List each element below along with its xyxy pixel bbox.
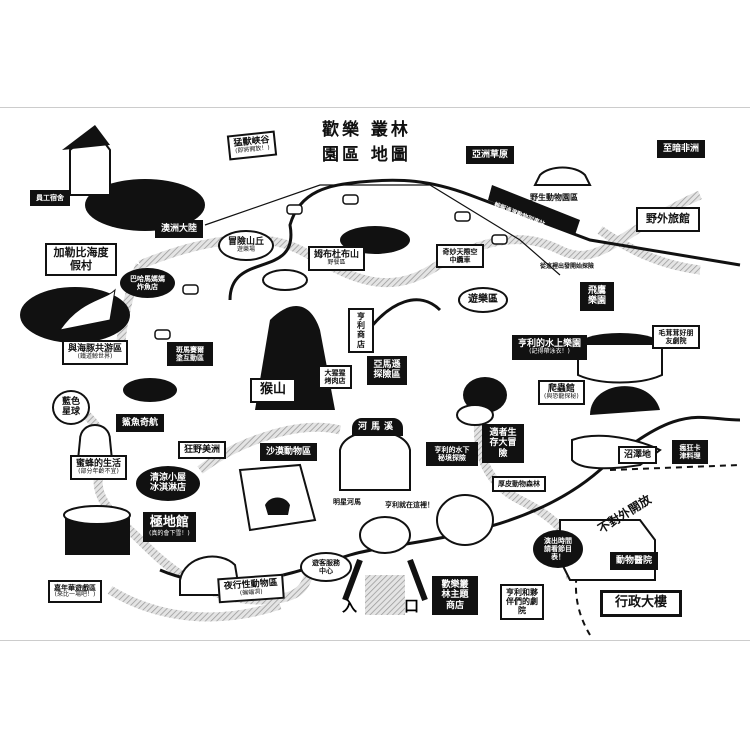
label-play-area[interactable]: 遊樂區 bbox=[458, 287, 508, 313]
label-bee-life[interactable]: 蜜蜂的生活(部分年齡不宜) bbox=[70, 455, 128, 481]
safari-hat bbox=[533, 166, 592, 186]
label-animal-hospital[interactable]: 動物醫院 bbox=[610, 552, 659, 571]
label-reptile-house[interactable]: 爬蟲館(與恐龍探秘) bbox=[538, 380, 585, 406]
cable-car-line bbox=[228, 178, 741, 301]
elephant bbox=[436, 494, 494, 546]
label-desert-animals[interactable]: 沙漠動物區 bbox=[260, 443, 318, 462]
label-adventure-hill[interactable]: 冒險山丘遊樂場 bbox=[218, 230, 275, 262]
label-theme-store[interactable]: 歡樂叢林主題商店 bbox=[432, 576, 478, 616]
label-carnival-games[interactable]: 嘉年華遊戲區(來比一場吧！) bbox=[48, 580, 102, 603]
cable-cars bbox=[154, 194, 508, 340]
map-title: 歡樂 叢林 園區 地圖 bbox=[322, 120, 411, 165]
cloud bbox=[262, 269, 308, 291]
label-wild-americas[interactable]: 狂野美洲 bbox=[178, 441, 227, 460]
palm-trees bbox=[363, 298, 442, 336]
entrance-char-1: 入 bbox=[342, 597, 358, 615]
label-swamp[interactable]: 沼澤地 bbox=[618, 446, 658, 465]
label-sky-cable-car[interactable]: 奇妙天際空中纜車 bbox=[436, 244, 484, 269]
australia-area bbox=[85, 179, 205, 231]
label-dolphin-swim[interactable]: 與海豚共游區(鐵道鯨世界) bbox=[62, 340, 129, 366]
camel bbox=[265, 497, 290, 515]
label-furry-theater[interactable]: 毛茸茸好朋友劇院 bbox=[652, 325, 700, 350]
frame-bottom bbox=[0, 640, 750, 641]
label-eagle-park[interactable]: 飛鷹樂園 bbox=[580, 282, 614, 311]
survival-frogs bbox=[463, 377, 507, 413]
entrance-char-2: 口 bbox=[404, 597, 420, 615]
label-show-times[interactable]: 演出時間請看節目表！ bbox=[533, 530, 583, 569]
label-mbudu-mountain[interactable]: 姆布杜布山野餐區 bbox=[308, 246, 366, 272]
label-visitor-center[interactable]: 遊客服務中心 bbox=[300, 552, 352, 583]
label-asia-grassland[interactable]: 亞洲草原 bbox=[466, 146, 515, 165]
label-australia[interactable]: 澳洲大陸 bbox=[155, 220, 204, 239]
label-survival-adventure[interactable]: 適者生存大冒險 bbox=[482, 424, 524, 464]
label-cajun-food[interactable]: 瘋狂卡津料理 bbox=[672, 440, 708, 465]
train-station bbox=[488, 185, 580, 235]
label-admin-building[interactable]: 行政大樓 bbox=[600, 590, 683, 617]
label-wild-lodge[interactable]: 野外旅館 bbox=[636, 207, 700, 232]
label-underwater-tour[interactable]: 亨利的水下秘境探險 bbox=[426, 442, 478, 467]
label-star-hippo: 明星河馬 bbox=[333, 498, 361, 506]
shark-tank bbox=[123, 378, 177, 402]
label-caribbean-resort[interactable]: 加勒比海度假村 bbox=[45, 243, 117, 277]
beehive bbox=[76, 424, 114, 461]
label-monkey-mountain[interactable]: 猴山 bbox=[250, 378, 297, 403]
label-dark-africa[interactable]: 至暗非洲 bbox=[657, 140, 706, 159]
label-amazon[interactable]: 亞馬遜探險區 bbox=[367, 356, 407, 385]
entrance-path bbox=[365, 575, 405, 615]
label-fish-shop[interactable]: 巴哈馬媽媽炸魚店 bbox=[120, 268, 175, 299]
label-pachyderm-forest[interactable]: 厚皮動物森林 bbox=[492, 476, 546, 493]
label-hippo-creek[interactable]: 河馬溪 bbox=[352, 418, 404, 437]
label-zebra-zone[interactable]: 斑馬賽爾塗互動區 bbox=[167, 342, 213, 367]
label-blue-planet[interactable]: 藍色星球 bbox=[52, 390, 90, 425]
label-henry-shop[interactable]: 亨利商店 bbox=[348, 308, 374, 353]
label-start-here: 從這裡出發開始探險 bbox=[540, 263, 595, 270]
frame-top bbox=[0, 107, 750, 108]
label-nocturnal-animals[interactable]: 夜行性動物區(蝙蝠洞) bbox=[217, 573, 285, 604]
label-ice-cream-shop[interactable]: 清涼小屋冰淇淋店 bbox=[136, 466, 200, 501]
turtle-shell bbox=[590, 386, 660, 415]
label-safari-zone[interactable]: 野生動物園區 bbox=[530, 193, 578, 202]
label-henry-is-here: 亨利就在這裡！ bbox=[385, 501, 434, 509]
hippo-creek bbox=[339, 430, 411, 491]
label-shark-voyage[interactable]: 鯊魚奇航 bbox=[116, 414, 165, 433]
label-water-park[interactable]: 亨利的水上樂園(記得帶泳衣！) bbox=[512, 335, 588, 361]
label-polar-hall[interactable]: 極地館(真的會下雪！) bbox=[143, 512, 196, 542]
label-gorilla-bbq[interactable]: 大猩猩烤肉店 bbox=[318, 365, 352, 390]
henry-monkey bbox=[359, 516, 411, 554]
label-henry-theater[interactable]: 亨利和夥伴們的劇院 bbox=[500, 584, 544, 620]
label-staff-dorm[interactable]: 員工宿舍 bbox=[30, 190, 70, 207]
label-beast-canyon[interactable]: 猛獸峽谷(即將開放！) bbox=[226, 130, 278, 161]
